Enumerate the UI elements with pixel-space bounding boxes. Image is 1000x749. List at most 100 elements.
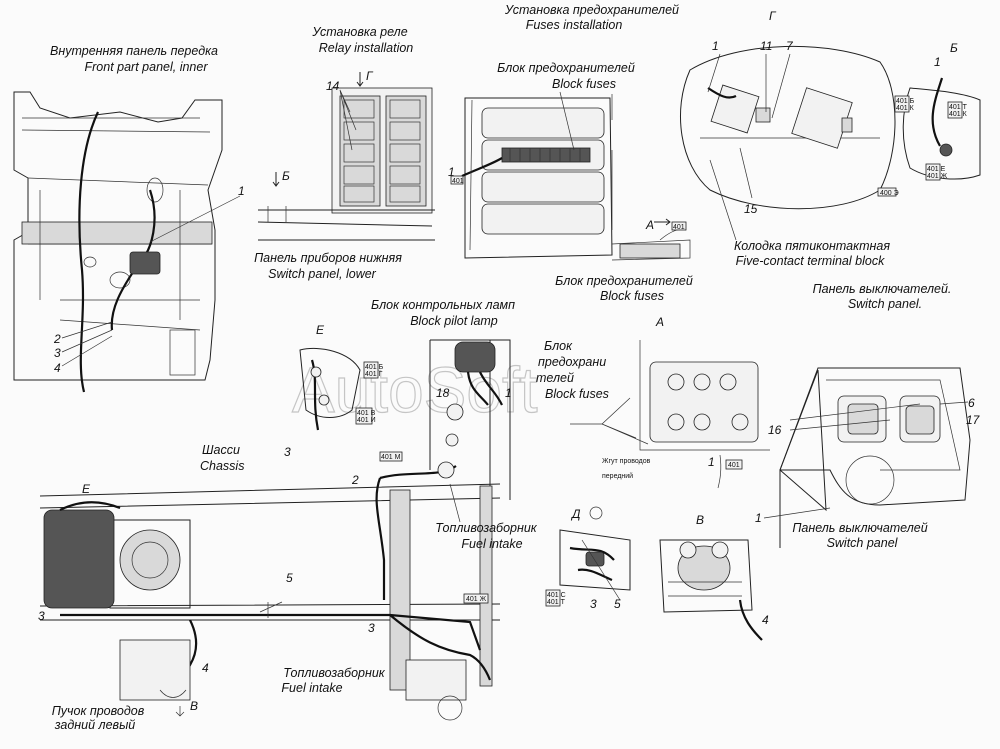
callout-2-ch: 2 <box>351 473 359 487</box>
callout-1-lamp: 1 <box>505 386 512 400</box>
callout-3-lamp: 3 <box>284 445 291 459</box>
relay-title-ru: Установка реле <box>311 25 407 39</box>
fuel-intake-1-en: Fuel intake <box>461 537 522 551</box>
view-a-drawing <box>570 340 770 489</box>
tag-401-a: 401 <box>673 224 685 231</box>
switch-panel-drawing <box>779 367 971 548</box>
callout-14: 14 <box>326 79 340 93</box>
fuel-intake-2-en: Fuel intake <box>281 681 342 695</box>
callout-6: 6 <box>968 396 975 410</box>
tag-401-fuse: 401 <box>452 178 464 185</box>
switch-panel-bot-ru: Панель выключателей <box>792 521 927 535</box>
switch-panel-top-ru: Панель выключателей. <box>813 282 952 296</box>
front-panel-title-ru: Внутренняя панель передка <box>50 44 218 58</box>
view-e-chassis-title: Е <box>82 482 91 496</box>
callout-11: 11 <box>760 39 772 53</box>
callout-4-v: 4 <box>762 613 769 627</box>
fuses-inst-title-en: Fuses installation <box>526 18 623 32</box>
rear-bundle-1: Пучок проводов <box>52 704 145 718</box>
callout-3-ch2: 3 <box>368 621 375 635</box>
view-g-title: Г <box>769 9 777 23</box>
view-a-arrow-label: А <box>645 218 654 232</box>
tag-401g-l: 401 Г <box>365 371 383 378</box>
front-panel-drawing <box>13 91 241 393</box>
callout-2-front: 2 <box>53 332 61 346</box>
fuses-inst-title-ru: Установка предохранителей <box>504 3 679 17</box>
tag-401zh: 401 Ж <box>466 596 487 603</box>
block-fuses-en: Block fuses <box>552 77 616 91</box>
relay-title-en: Relay installation <box>319 41 414 55</box>
view-b-title: Б <box>950 41 958 55</box>
tag-401i-l: 401 И <box>357 417 376 424</box>
view-e-top-drawing <box>299 347 361 431</box>
pilot-lamp-en: Block pilot lamp <box>410 314 498 328</box>
tag-401m: 401 М <box>381 454 401 461</box>
five-contact-en: Five-contact terminal block <box>736 254 885 268</box>
tag-401b-g: 401 Б <box>896 98 915 105</box>
callout-1-b: 1 <box>934 55 941 69</box>
block-fuses2-ru: Блок предохранителей <box>555 274 693 288</box>
callout-1-front: 1 <box>238 184 245 198</box>
callout-1-sw: 1 <box>755 511 762 525</box>
tag-401t-d: 401 Т <box>547 599 566 606</box>
view-g-arrow-label: Г <box>366 69 374 83</box>
callout-7: 7 <box>786 39 794 53</box>
tag-401t: 401 Т <box>949 104 968 111</box>
callout-18: 18 <box>436 386 450 400</box>
view-a-title: А <box>655 315 664 329</box>
view-g-drawing <box>680 45 896 210</box>
fuses-drawing <box>461 94 691 261</box>
tag-401k-g: 401 К <box>896 105 915 112</box>
pilot-lamp-drawing <box>429 339 511 500</box>
switch-panel-top-en: Switch panel. <box>848 297 922 311</box>
tag-400z: 400 Э <box>880 190 899 197</box>
switch-panel-bot-en: Switch panel <box>827 536 899 550</box>
tag-401z: 401 Ж <box>927 173 948 180</box>
view-d-drawing <box>559 529 631 601</box>
view-e-top-title: Е <box>316 323 325 337</box>
view-b-arrow-label: Б <box>282 169 290 183</box>
tag-401k: 401 К <box>949 111 968 118</box>
pilot-lamp-ru: Блок контрольных ламп <box>371 298 515 312</box>
callout-3-front: 3 <box>54 346 61 360</box>
relay-drawing <box>257 87 435 241</box>
callout-5-d: 5 <box>614 597 621 611</box>
block-pred-2: предохрани <box>538 355 606 369</box>
tag-401s: 401 С <box>547 592 566 599</box>
callout-5-ch: 5 <box>286 571 293 585</box>
view-v-title: В <box>696 513 704 527</box>
switch-lower-ru: Панель приборов нижняя <box>254 251 402 265</box>
block-fuses-ru: Блок предохранителей <box>497 61 635 75</box>
chassis-ru: Шасси <box>202 443 240 457</box>
block-pred-4: Block fuses <box>545 387 609 401</box>
harness-2: передний <box>602 472 633 480</box>
watermark: AutoSoft <box>292 354 538 426</box>
callout-17: 17 <box>966 413 981 427</box>
view-b-drawing <box>902 77 981 180</box>
callout-4-front: 4 <box>54 361 61 375</box>
harness-1: Жгут проводов <box>602 458 651 465</box>
tag-401b-l: 401 Б <box>365 364 384 371</box>
fuel-intake-2-ru: Топливозаборник <box>283 666 386 680</box>
switch-lower-en: Switch panel, lower <box>268 267 377 281</box>
callout-1-fuse: 1 <box>448 165 455 179</box>
chassis-en: Chassis <box>200 459 244 473</box>
chassis-drawing <box>39 461 501 721</box>
callout-3-ch: 3 <box>38 609 45 623</box>
rear-bundle-2: задний левый <box>54 718 136 732</box>
callout-16: 16 <box>768 423 782 437</box>
callout-15: 15 <box>744 202 758 216</box>
tag-401-a2: 401 <box>728 462 740 469</box>
callout-4-ch: 4 <box>202 661 209 675</box>
block-pred-3: телей <box>536 371 574 385</box>
view-d-title: Д <box>570 507 581 521</box>
tag-401e: 401 Е <box>927 166 946 173</box>
callout-1-g: 1 <box>712 39 719 53</box>
callout-1-a: 1 <box>708 455 715 469</box>
fuel-intake-1-ru: Топливозаборник <box>435 521 538 535</box>
view-v-drawing <box>659 539 763 641</box>
view-v-arrow-label: В <box>190 699 198 713</box>
five-contact-ru: Колодка пятиконтактная <box>734 239 890 253</box>
